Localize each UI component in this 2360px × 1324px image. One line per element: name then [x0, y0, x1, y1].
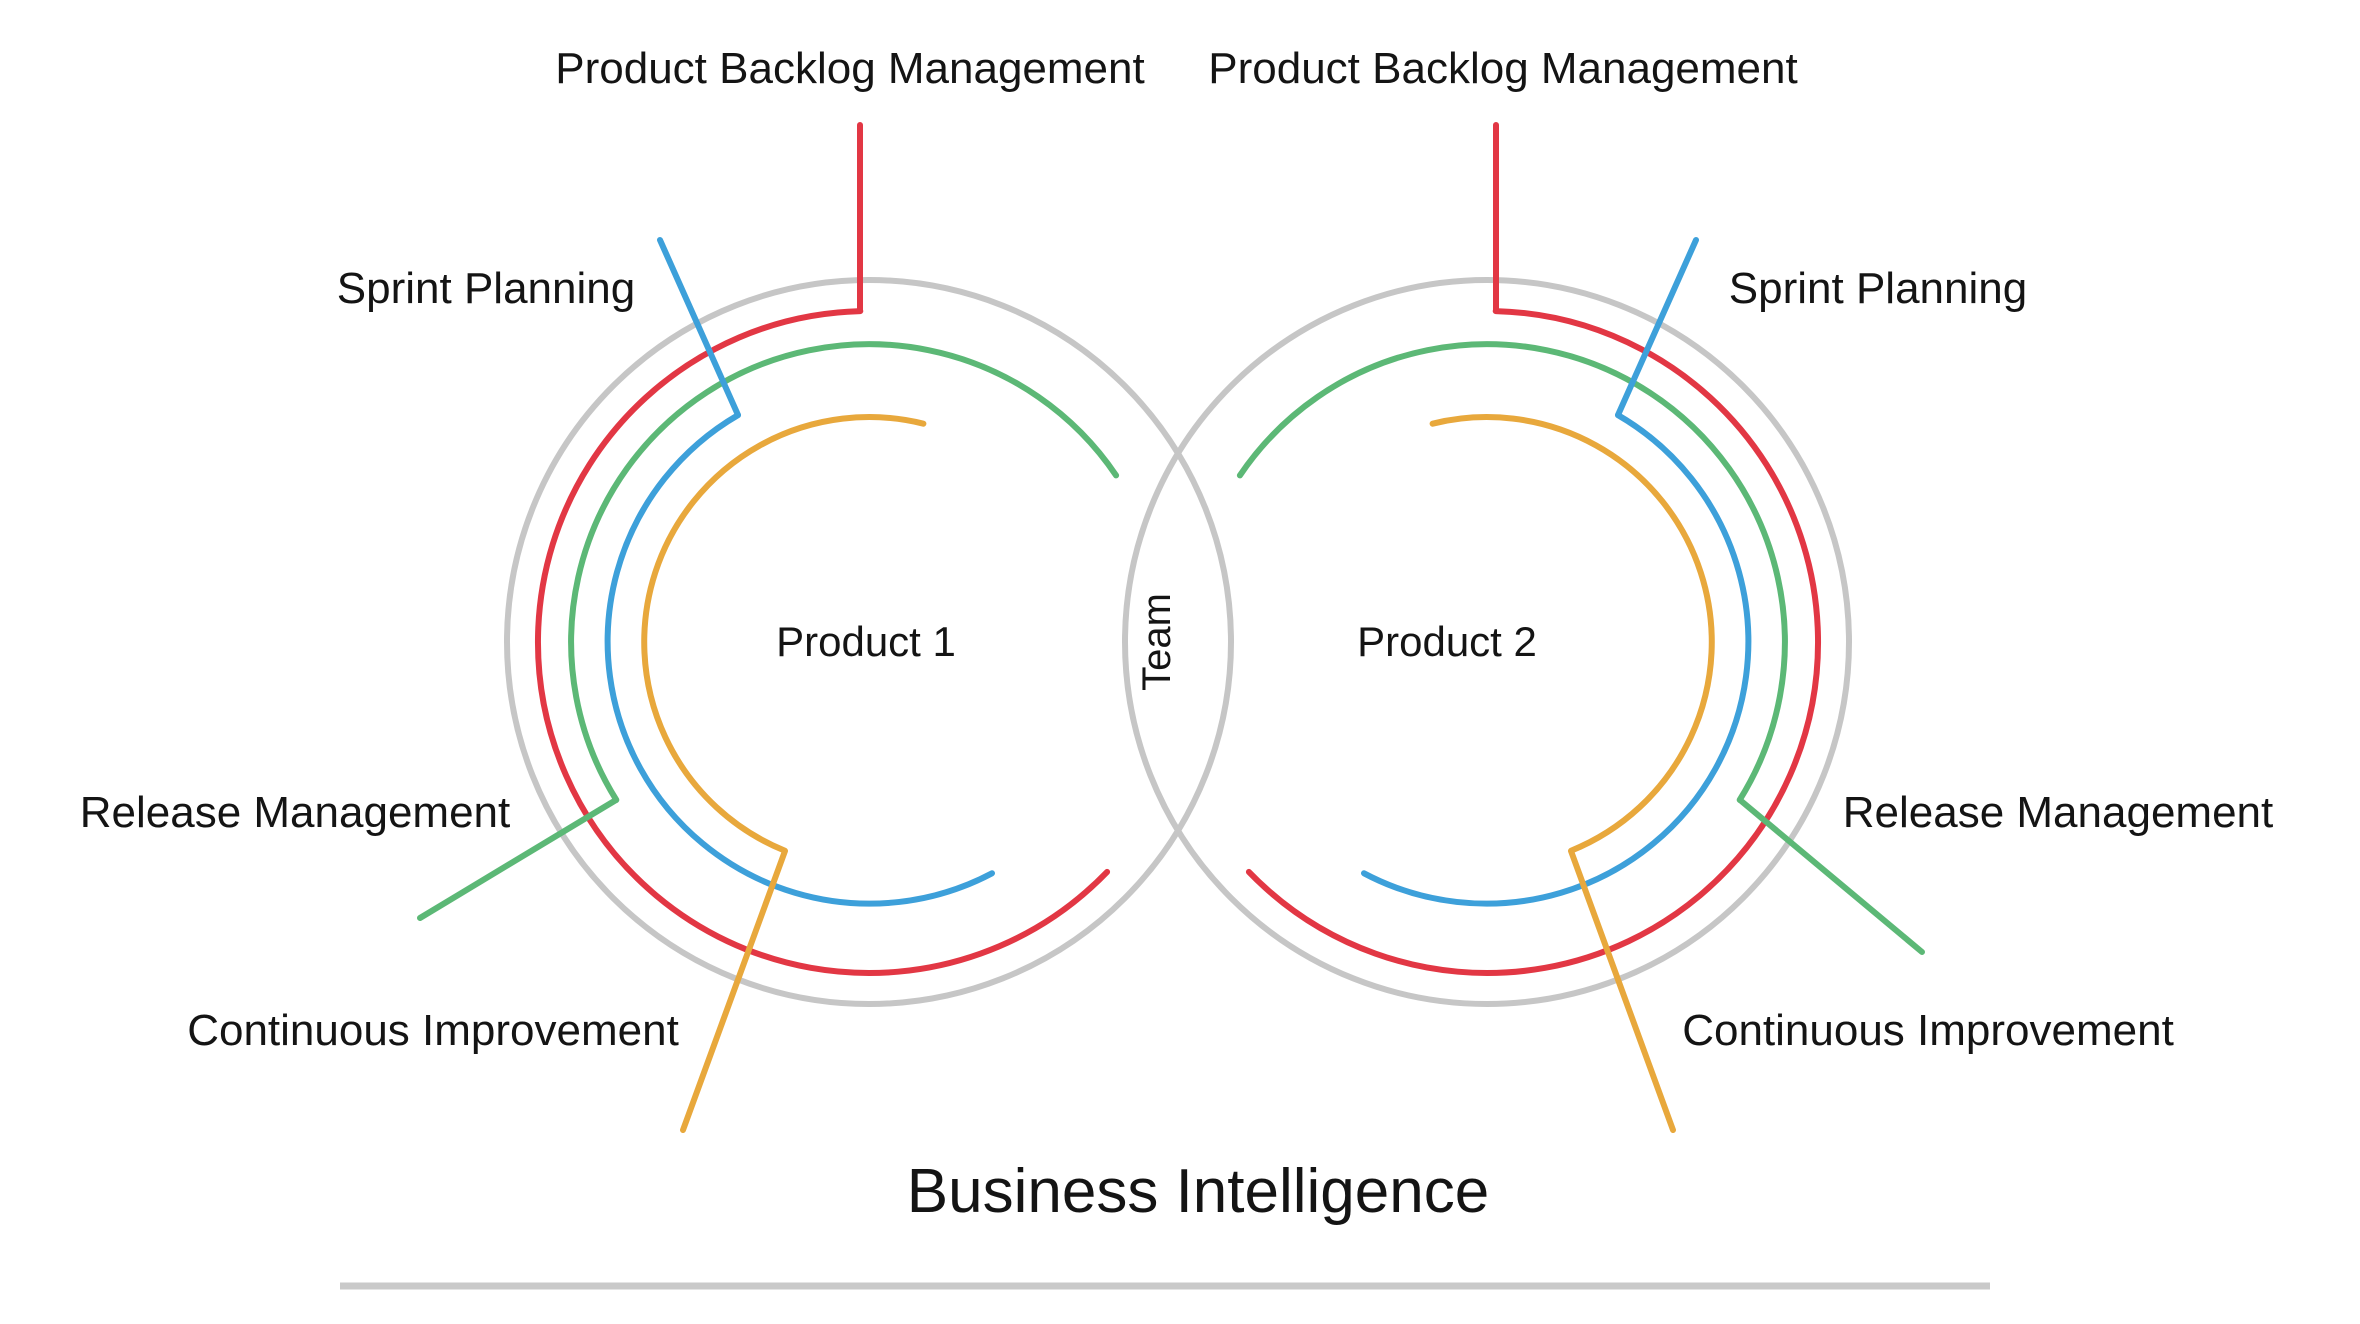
- product-backlog-arc-right: [1245, 308, 1822, 976]
- page-title: Business Intelligence: [907, 1157, 1489, 1226]
- continuous-improvement-leader-right: [1568, 848, 1676, 1133]
- sprint-planning-arc-right: [1361, 412, 1752, 907]
- product-backlog-label-left: Product Backlog Management: [555, 44, 1144, 93]
- product-1-circle: [504, 277, 1234, 1007]
- sprint-planning-leader-left: [657, 237, 741, 418]
- product-2-label: Product 2: [1357, 618, 1537, 665]
- sprint-planning-arc-left: [604, 412, 995, 907]
- continuous-improvement-arc-right: [1429, 414, 1715, 854]
- continuous-improvement-label-right: Continuous Improvement: [1682, 1006, 2174, 1055]
- product-2-circle: [1122, 277, 1852, 1007]
- continuous-improvement-arc-left: [641, 414, 927, 854]
- release-management-label-left: Release Management: [80, 788, 510, 837]
- release-management-arc-right: [1236, 341, 1788, 803]
- product-backlog-label-right: Product Backlog Management: [1208, 44, 1797, 93]
- product-backlog-arc-left: [534, 308, 1111, 976]
- sprint-planning-label-left: Sprint Planning: [337, 264, 635, 313]
- product-1-label: Product 1: [776, 618, 956, 665]
- release-management-arc-left: [568, 341, 1120, 803]
- continuous-improvement-leader-left: [680, 848, 788, 1133]
- sprint-planning-leader-right: [1615, 237, 1699, 418]
- release-management-leader-right: [1737, 797, 1925, 955]
- release-management-leader-left: [417, 797, 619, 921]
- team-label: Team: [1135, 593, 1179, 691]
- sprint-planning-label-right: Sprint Planning: [1729, 264, 2027, 313]
- continuous-improvement-label-left: Continuous Improvement: [187, 1006, 679, 1055]
- release-management-label-right: Release Management: [1843, 788, 2273, 837]
